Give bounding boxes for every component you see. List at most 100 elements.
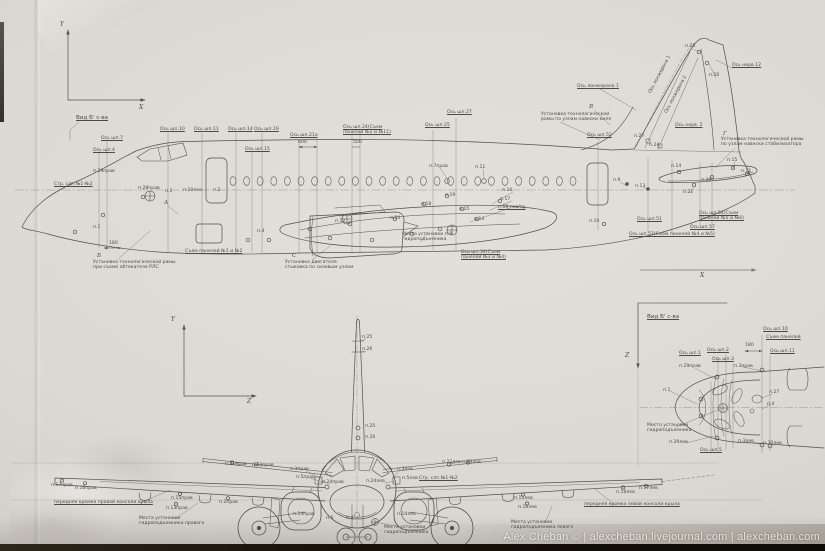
annotation-label: Ось шп.21а	[290, 133, 318, 138]
annotation-label: п.14	[671, 164, 682, 169]
annotation-label: 600	[298, 140, 307, 145]
annotation-label: Вид Б' с-ва	[647, 314, 680, 320]
paper-bottom-shadow	[0, 516, 825, 546]
annotation-label: А	[164, 200, 169, 206]
annotation-label: п.15прав	[171, 496, 193, 501]
annotation-label: п.22прав	[252, 463, 274, 468]
annotation-label: п.14лев	[397, 512, 416, 517]
annotation-label: п.6	[326, 516, 333, 521]
annotation-label: п.26	[365, 435, 376, 440]
annotation-label: Ось шп.14	[228, 127, 253, 132]
annotation-label: X	[700, 272, 705, 279]
side-view-drawing	[14, 37, 796, 261]
annotation-label: передняя кромка правой консоли крыла	[54, 500, 153, 505]
annotation-label: п.17прав	[51, 483, 73, 488]
annotation-label: п.3прав	[734, 364, 753, 369]
annotation-label: п.22лев	[442, 460, 461, 465]
annotation-label: п.25	[685, 44, 696, 49]
annotation-label: п.3прав	[290, 467, 309, 472]
annotation-label: 180	[109, 241, 118, 246]
annotation-label: Съем панелей №1 и №2	[185, 249, 243, 254]
annotation-label: п.4	[767, 402, 775, 407]
annotation-label: п.16прав	[75, 486, 97, 491]
annotation-label: п.10	[589, 219, 600, 224]
annotation-label: п.24лев	[366, 479, 385, 484]
annotation-label: п.27	[634, 134, 645, 139]
annotation-label: п.15	[727, 158, 738, 163]
annotation-label: Ось шп.51	[637, 217, 662, 222]
annotation-label: п.69 лев/пр	[498, 205, 526, 210]
annotation-label: п.14	[474, 217, 485, 222]
annotation-label: Ось нерв.12	[732, 63, 762, 68]
annotation-label: Ось шп.4	[93, 148, 115, 153]
annotation-label: Г	[723, 131, 727, 137]
annotation-label: С	[292, 253, 297, 259]
annotation-label: п.24	[390, 216, 401, 221]
annotation-label: п.17	[500, 197, 511, 202]
annotation-label: п.12	[335, 219, 346, 224]
annotation-label: Z	[247, 398, 252, 405]
annotation-label: Вид Б' с-ва	[76, 115, 109, 121]
annotation-label: п.26	[709, 73, 720, 78]
annotation-label: п.11	[741, 169, 752, 174]
annotation-label: п.1	[165, 189, 173, 194]
annotation-label: п.16лев	[518, 505, 537, 510]
annotation-label: Ось шп.11	[770, 349, 795, 354]
axes-drawing	[66, 29, 757, 467]
annotation-label: Y	[60, 21, 64, 28]
annotation-label: п.4	[257, 229, 265, 234]
annotation-label: п.2	[213, 188, 221, 193]
annotation-label: п.4	[346, 516, 353, 521]
annotation-label: п.26	[362, 347, 373, 352]
annotation-label: Ось шп.2	[707, 348, 729, 353]
annotation-label: передняя кромка левой консоли крыла	[584, 502, 680, 507]
photo-left-edge	[0, 22, 4, 122]
annotation-label: Стр. слп №1-№2	[54, 182, 93, 187]
annotation-label: Ось шп.1	[679, 351, 701, 356]
annotation-label: Ось шп.19	[254, 127, 279, 132]
annotation-label: п.14прав	[293, 512, 315, 517]
front-view-drawing	[11, 315, 763, 550]
annotation-label: п.18лев	[616, 490, 635, 495]
annotation-label: Ось шп.27	[447, 110, 472, 115]
table-edge	[0, 544, 825, 551]
annotation-label: п.3лев	[397, 467, 413, 472]
annotation-label: п.18	[421, 202, 432, 207]
watermark-background-shade	[420, 524, 825, 546]
annotation-label: п.25	[362, 335, 373, 340]
annotation-label: п.1	[93, 225, 101, 230]
annotation-label: п.21прав	[225, 462, 247, 467]
detail-view-drawing	[639, 334, 825, 454]
annotation-label: п.11	[475, 165, 486, 170]
annotation-label: В	[589, 104, 594, 110]
annotation-label: п.5прав	[296, 475, 315, 480]
annotation-label: Ось шп.57(Съем панелей №4 и №5)	[629, 232, 715, 237]
annotation-label: п.1	[663, 388, 671, 393]
annotation-label: Ось шп.7	[101, 136, 123, 141]
annotation-label: п.3лев	[738, 439, 754, 444]
annotation-label: п.15	[459, 207, 470, 212]
annotation-label: п.23лев	[462, 460, 481, 465]
annotation-label: Стр. слп №1-№2	[419, 476, 458, 481]
annotation-label: Ось шп.52	[587, 133, 612, 138]
annotation-label: п.25	[365, 424, 376, 429]
annotation-label: Ось шп.3	[712, 357, 734, 362]
annotation-label: Ось шп.10	[160, 127, 185, 132]
annotation-label: Ось шп.25	[425, 123, 450, 128]
annotation-label: п.21	[683, 190, 694, 195]
annotation-label: Ось нерв. 2	[675, 123, 703, 128]
annotation-label: Ось шп.10	[763, 327, 788, 332]
annotation-label: п.13прав	[166, 506, 188, 511]
annotation-label: п.19	[445, 193, 456, 198]
watermark: Alex Cheban © | alexcheban.livejournal.c…	[503, 531, 820, 543]
